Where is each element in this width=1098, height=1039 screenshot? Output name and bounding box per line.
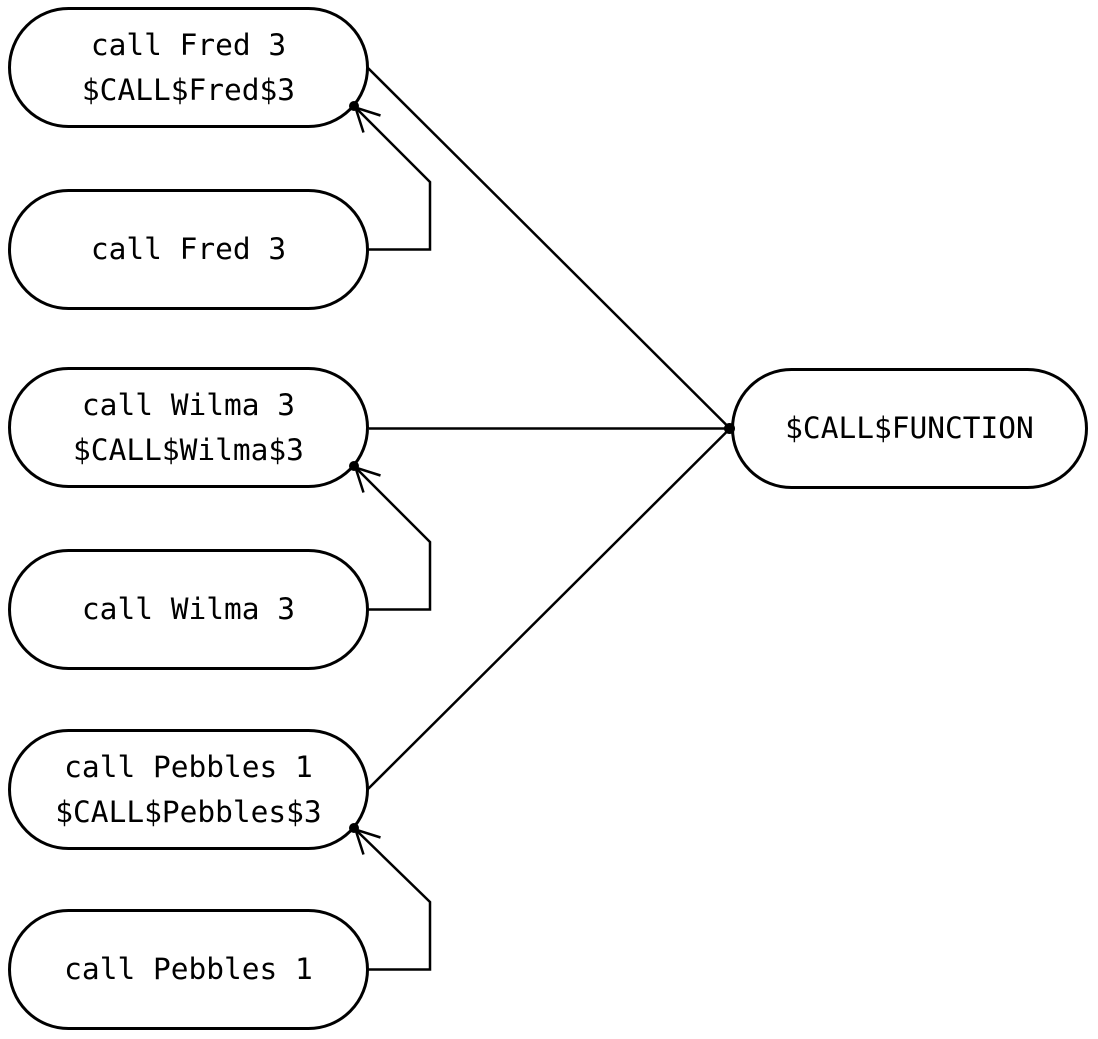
node-label-line1: call Pebbles 1 [64, 749, 313, 784]
edge-line [355, 467, 432, 611]
arrowhead-icon [353, 827, 381, 855]
node-label-line1: call Wilma 3 [81, 387, 296, 422]
node-label-line1: call Fred 3 [90, 232, 287, 266]
node-pebbles-definition: call Pebbles 1 $CALL$Pebbles$3 [8, 729, 369, 850]
node-fred-definition: call Fred 3 $CALL$Fred$3 [8, 7, 369, 128]
node-label-line1: call Pebbles 1 [64, 952, 313, 986]
node-label-line2: $CALL$Fred$3 [81, 72, 296, 107]
node-pebbles-call: call Pebbles 1 [8, 909, 369, 1030]
node-label-line1: call Fred 3 [90, 27, 287, 62]
node-label-line1: call Wilma 3 [81, 592, 296, 626]
node-fred-call: call Fred 3 [8, 189, 369, 310]
node-label-line2: $CALL$Pebbles$3 [55, 794, 322, 829]
edge-pebbles-definition-to-call-function [367, 427, 731, 790]
node-wilma-definition: call Wilma 3 $CALL$Wilma$3 [8, 367, 369, 488]
arrowhead-icon [353, 465, 381, 493]
edge-line [367, 67, 731, 430]
node-wilma-call: call Wilma 3 [8, 549, 369, 670]
node-label-line2: $CALL$Wilma$3 [73, 432, 304, 467]
edge-fred-definition-to-call-function [367, 67, 731, 430]
edge-line [355, 829, 432, 971]
edge-line [367, 427, 731, 790]
arrowhead-icon [353, 105, 381, 133]
node-call-function: $CALL$FUNCTION [731, 368, 1088, 489]
edge-line [355, 107, 432, 251]
node-label-line1: $CALL$FUNCTION [785, 411, 1034, 445]
